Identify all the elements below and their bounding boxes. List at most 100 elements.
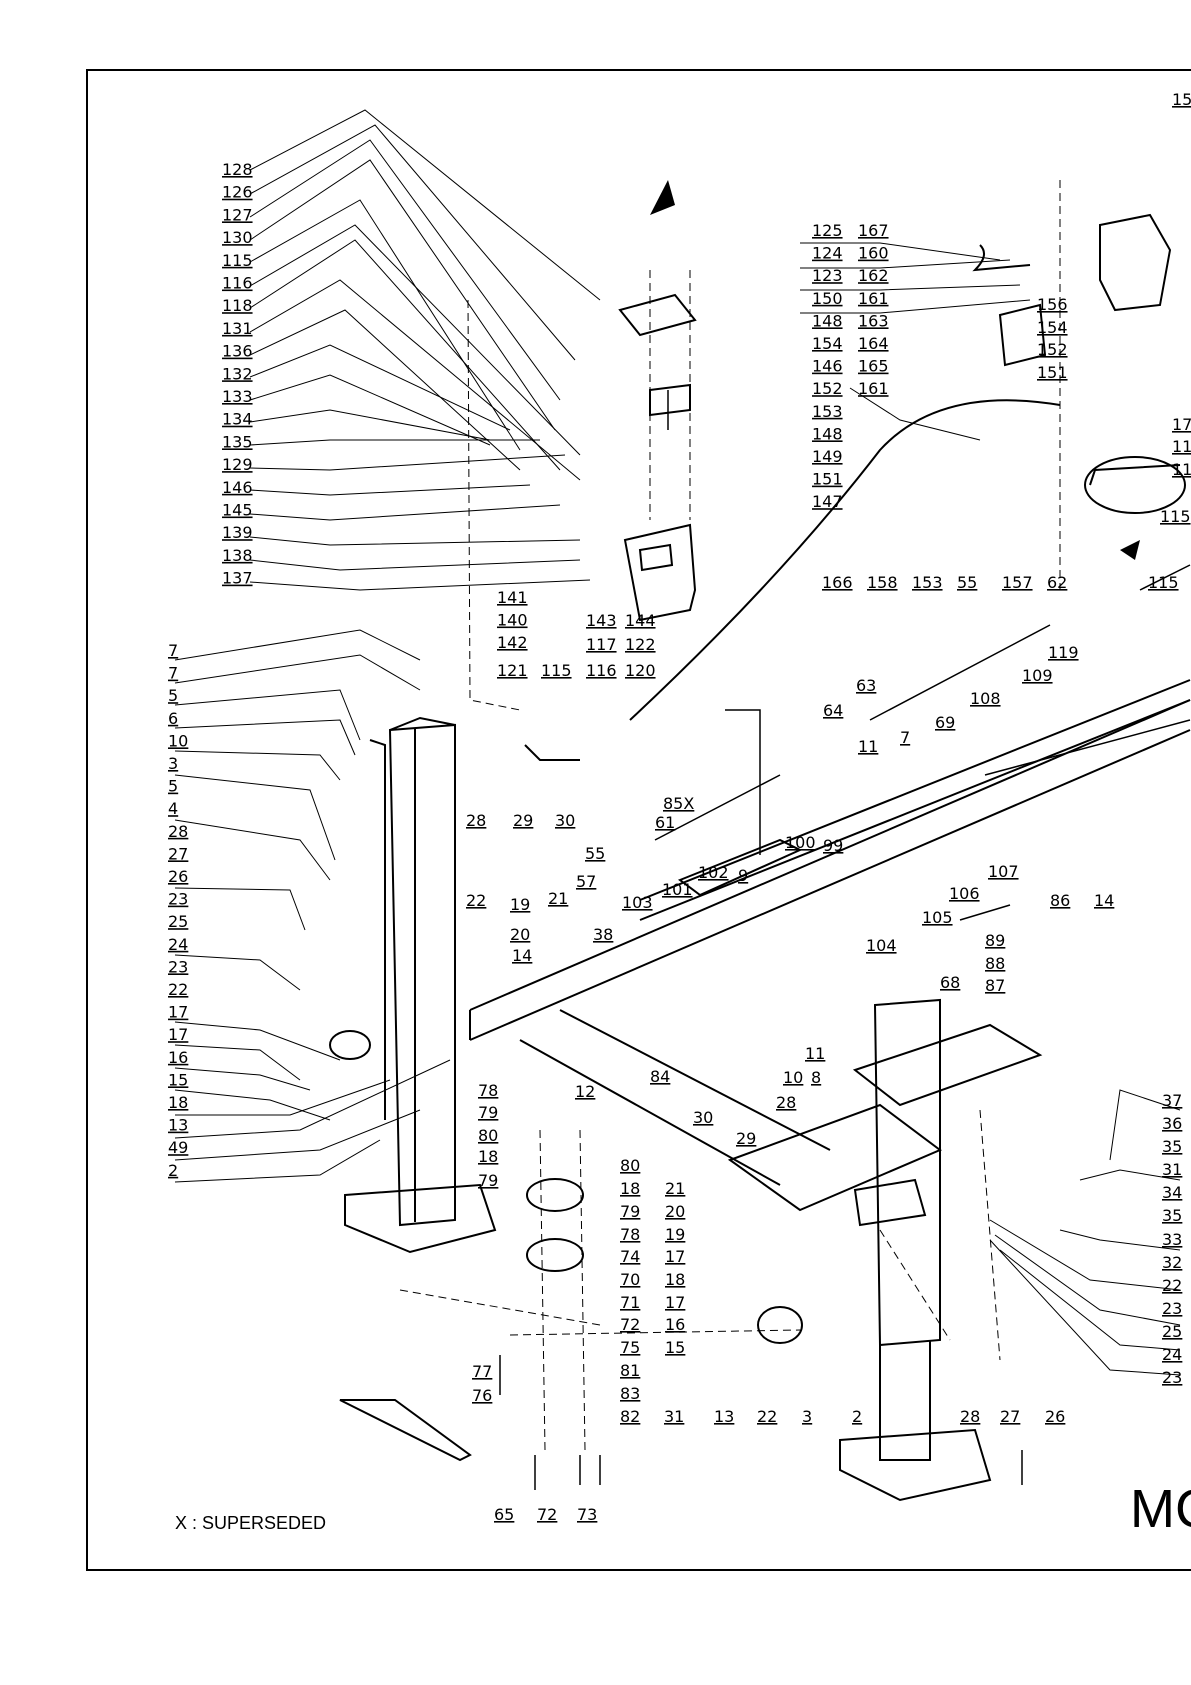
part-callout-top_right_list-1: 160 <box>858 244 889 263</box>
part-callout-top_center_list-7: 152 <box>812 379 843 398</box>
model-code: MC <box>1130 1479 1191 1539</box>
part-callout-pulley_column_labels-5: 80 <box>620 1156 640 1175</box>
part-callout-center_labels-14: 102 <box>698 863 729 882</box>
part-callout-right_center_labels-4: 89 <box>985 931 1005 950</box>
part-callout-top_left_list-2: 127 <box>222 205 253 224</box>
part-callout-bottom_row-8: 28 <box>960 1407 980 1426</box>
part-callout-pulley_column_labels-10: 70 <box>620 1270 640 1289</box>
part-callout-right_column_labels-12: 23 <box>1162 1368 1182 1387</box>
part-callout-pulley_right_labels-0: 21 <box>665 1179 685 1198</box>
part-callout-left_column_list-5: 3 <box>168 754 178 773</box>
motor-pump <box>998 213 1186 514</box>
part-callout-right_edge_partial-0: 15 <box>1172 90 1191 109</box>
part-callout-right_center_labels-6: 87 <box>985 976 1005 995</box>
part-callout-top_left_list-18: 137 <box>222 569 253 588</box>
part-callout-right_column_labels-0: 37 <box>1162 1091 1182 1110</box>
part-callout-hose_row-1: 158 <box>867 573 898 592</box>
part-callout-right_center_labels-9: 68 <box>940 973 960 992</box>
part-callout-pulley_column_labels-2: 80 <box>478 1126 498 1145</box>
part-callout-beam_labels-6: 8 <box>811 1068 821 1087</box>
part-callout-center_labels-0: 28 <box>466 811 486 830</box>
part-callout-left_column_list-12: 25 <box>168 912 188 931</box>
part-callout-right_column_labels-2: 35 <box>1162 1137 1182 1156</box>
part-callout-hose_lower-0: 121 <box>497 661 528 680</box>
part-callout-pulley_column_labels-11: 71 <box>620 1293 640 1312</box>
part-callout-right_top_labels-3: 108 <box>970 689 1001 708</box>
part-callout-center_labels-5: 61 <box>655 813 675 832</box>
part-callout-left_column_list-19: 15 <box>168 1070 188 1089</box>
part-callout-pulley_column_labels-14: 77 <box>472 1362 492 1381</box>
part-callout-top_left_list-10: 133 <box>222 387 253 406</box>
part-callout-motor_list-3: 151 <box>1037 363 1068 382</box>
part-callout-left_column_list-22: 49 <box>168 1138 188 1157</box>
part-callout-top_left_list-9: 132 <box>222 364 253 383</box>
part-callout-pulley_column_labels-1: 79 <box>478 1103 498 1122</box>
part-callout-right_column_labels-6: 33 <box>1162 1230 1182 1249</box>
part-callout-hose_row-4: 157 <box>1002 573 1033 592</box>
part-callout-hose_row-0: 166 <box>822 573 853 592</box>
main-beam <box>469 679 1191 1186</box>
part-callout-left_column_list-13: 24 <box>168 935 188 954</box>
part-callout-bottom_row-7: 2 <box>852 1407 862 1426</box>
part-callout-pulley_right_labels-4: 18 <box>665 1270 685 1289</box>
part-callout-left_column_list-10: 26 <box>168 867 188 886</box>
part-callout-pulley_column_labels-6: 18 <box>620 1179 640 1198</box>
hydraulic-hose <box>524 244 1061 761</box>
part-callout-right_center_labels-3: 104 <box>866 936 897 955</box>
part-callout-beam_labels-1: 30 <box>693 1108 713 1127</box>
part-callout-top_right_list-0: 167 <box>858 221 889 240</box>
drawing-border <box>86 69 1191 1571</box>
part-callout-right_edge_partial-3: 11 <box>1172 460 1191 479</box>
part-callout-top_left_list-15: 145 <box>222 501 253 520</box>
superseded-note: X : SUPERSEDED <box>175 1513 327 1533</box>
part-callout-bottom_row-6: 3 <box>802 1407 812 1426</box>
part-callout-left_column_list-18: 16 <box>168 1048 188 1067</box>
part-callout-motor_list-2: 152 <box>1037 340 1068 359</box>
part-callout-motor_list-1: 154 <box>1037 318 1068 337</box>
part-callout-left_column_list-11: 23 <box>168 890 188 909</box>
part-callout-top_right_list-7: 161 <box>858 379 889 398</box>
right-column-post <box>839 998 992 1502</box>
part-callout-pulley_column_labels-0: 78 <box>478 1081 498 1100</box>
part-callout-left_column_list-17: 17 <box>168 1025 188 1044</box>
part-callout-right_top_labels-2: 64 <box>823 701 843 720</box>
part-callout-bottom_row-4: 13 <box>714 1407 734 1426</box>
part-callout-hose_lower-1: 115 <box>541 661 572 680</box>
part-callout-top_left_list-3: 130 <box>222 228 253 247</box>
part-callout-top_left_list-6: 118 <box>222 296 253 315</box>
part-callout-bottom_row-9: 27 <box>1000 1407 1020 1426</box>
part-callout-pulley_right_labels-7: 15 <box>665 1338 685 1357</box>
part-callout-valve_block_bottom-0: 143 <box>586 611 617 630</box>
part-callout-right_top_labels-4: 109 <box>1022 666 1053 685</box>
part-callout-pulley_column_labels-15: 76 <box>472 1386 492 1405</box>
part-callout-pulley_right_labels-2: 19 <box>665 1225 685 1244</box>
part-callout-center_labels-9: 20 <box>510 925 530 944</box>
part-callout-top_left_list-8: 136 <box>222 342 253 361</box>
part-callout-top_right_list-4: 163 <box>858 311 889 330</box>
part-callout-top_right_list-6: 165 <box>858 357 889 376</box>
part-callout-left_column_list-9: 27 <box>168 844 188 863</box>
part-callout-top_center_list-1: 124 <box>812 244 843 263</box>
part-callout-valve_block_left-2: 142 <box>497 633 528 652</box>
part-callout-right_edge_partial-2: 11 <box>1172 437 1191 456</box>
part-callout-top_center_list-6: 146 <box>812 357 843 376</box>
part-callout-bottom_row-3: 31 <box>664 1407 684 1426</box>
part-callout-right_top_labels-8: 85X <box>663 794 694 813</box>
part-callout-right_top_labels-5: 69 <box>935 713 955 732</box>
part-callout-right_top_labels-1: 63 <box>856 676 876 695</box>
part-callout-center_labels-1: 29 <box>513 811 533 830</box>
part-callout-top_center_list-12: 147 <box>812 492 843 511</box>
part-callout-right_column_labels-5: 35 <box>1162 1206 1182 1225</box>
part-callout-center_labels-4: 57 <box>576 872 596 891</box>
part-callout-right_column_labels-11: 24 <box>1162 1345 1182 1364</box>
part-callout-left_column_list-6: 5 <box>168 777 178 796</box>
part-callout-hose_lower-2: 116 <box>586 661 617 680</box>
part-callout-center_labels-2: 30 <box>555 811 575 830</box>
part-callout-top_left_list-5: 116 <box>222 274 253 293</box>
part-callout-bottom_row-2: 73 <box>577 1505 597 1524</box>
part-callout-top_center_list-11: 151 <box>812 470 843 489</box>
part-callout-center_labels-12: 103 <box>622 893 653 912</box>
part-callout-pulley_column_labels-12: 72 <box>620 1315 640 1334</box>
part-callout-pulley_column_labels-16: 81 <box>620 1361 640 1380</box>
part-callout-valve_block_bottom-2: 117 <box>586 635 617 654</box>
